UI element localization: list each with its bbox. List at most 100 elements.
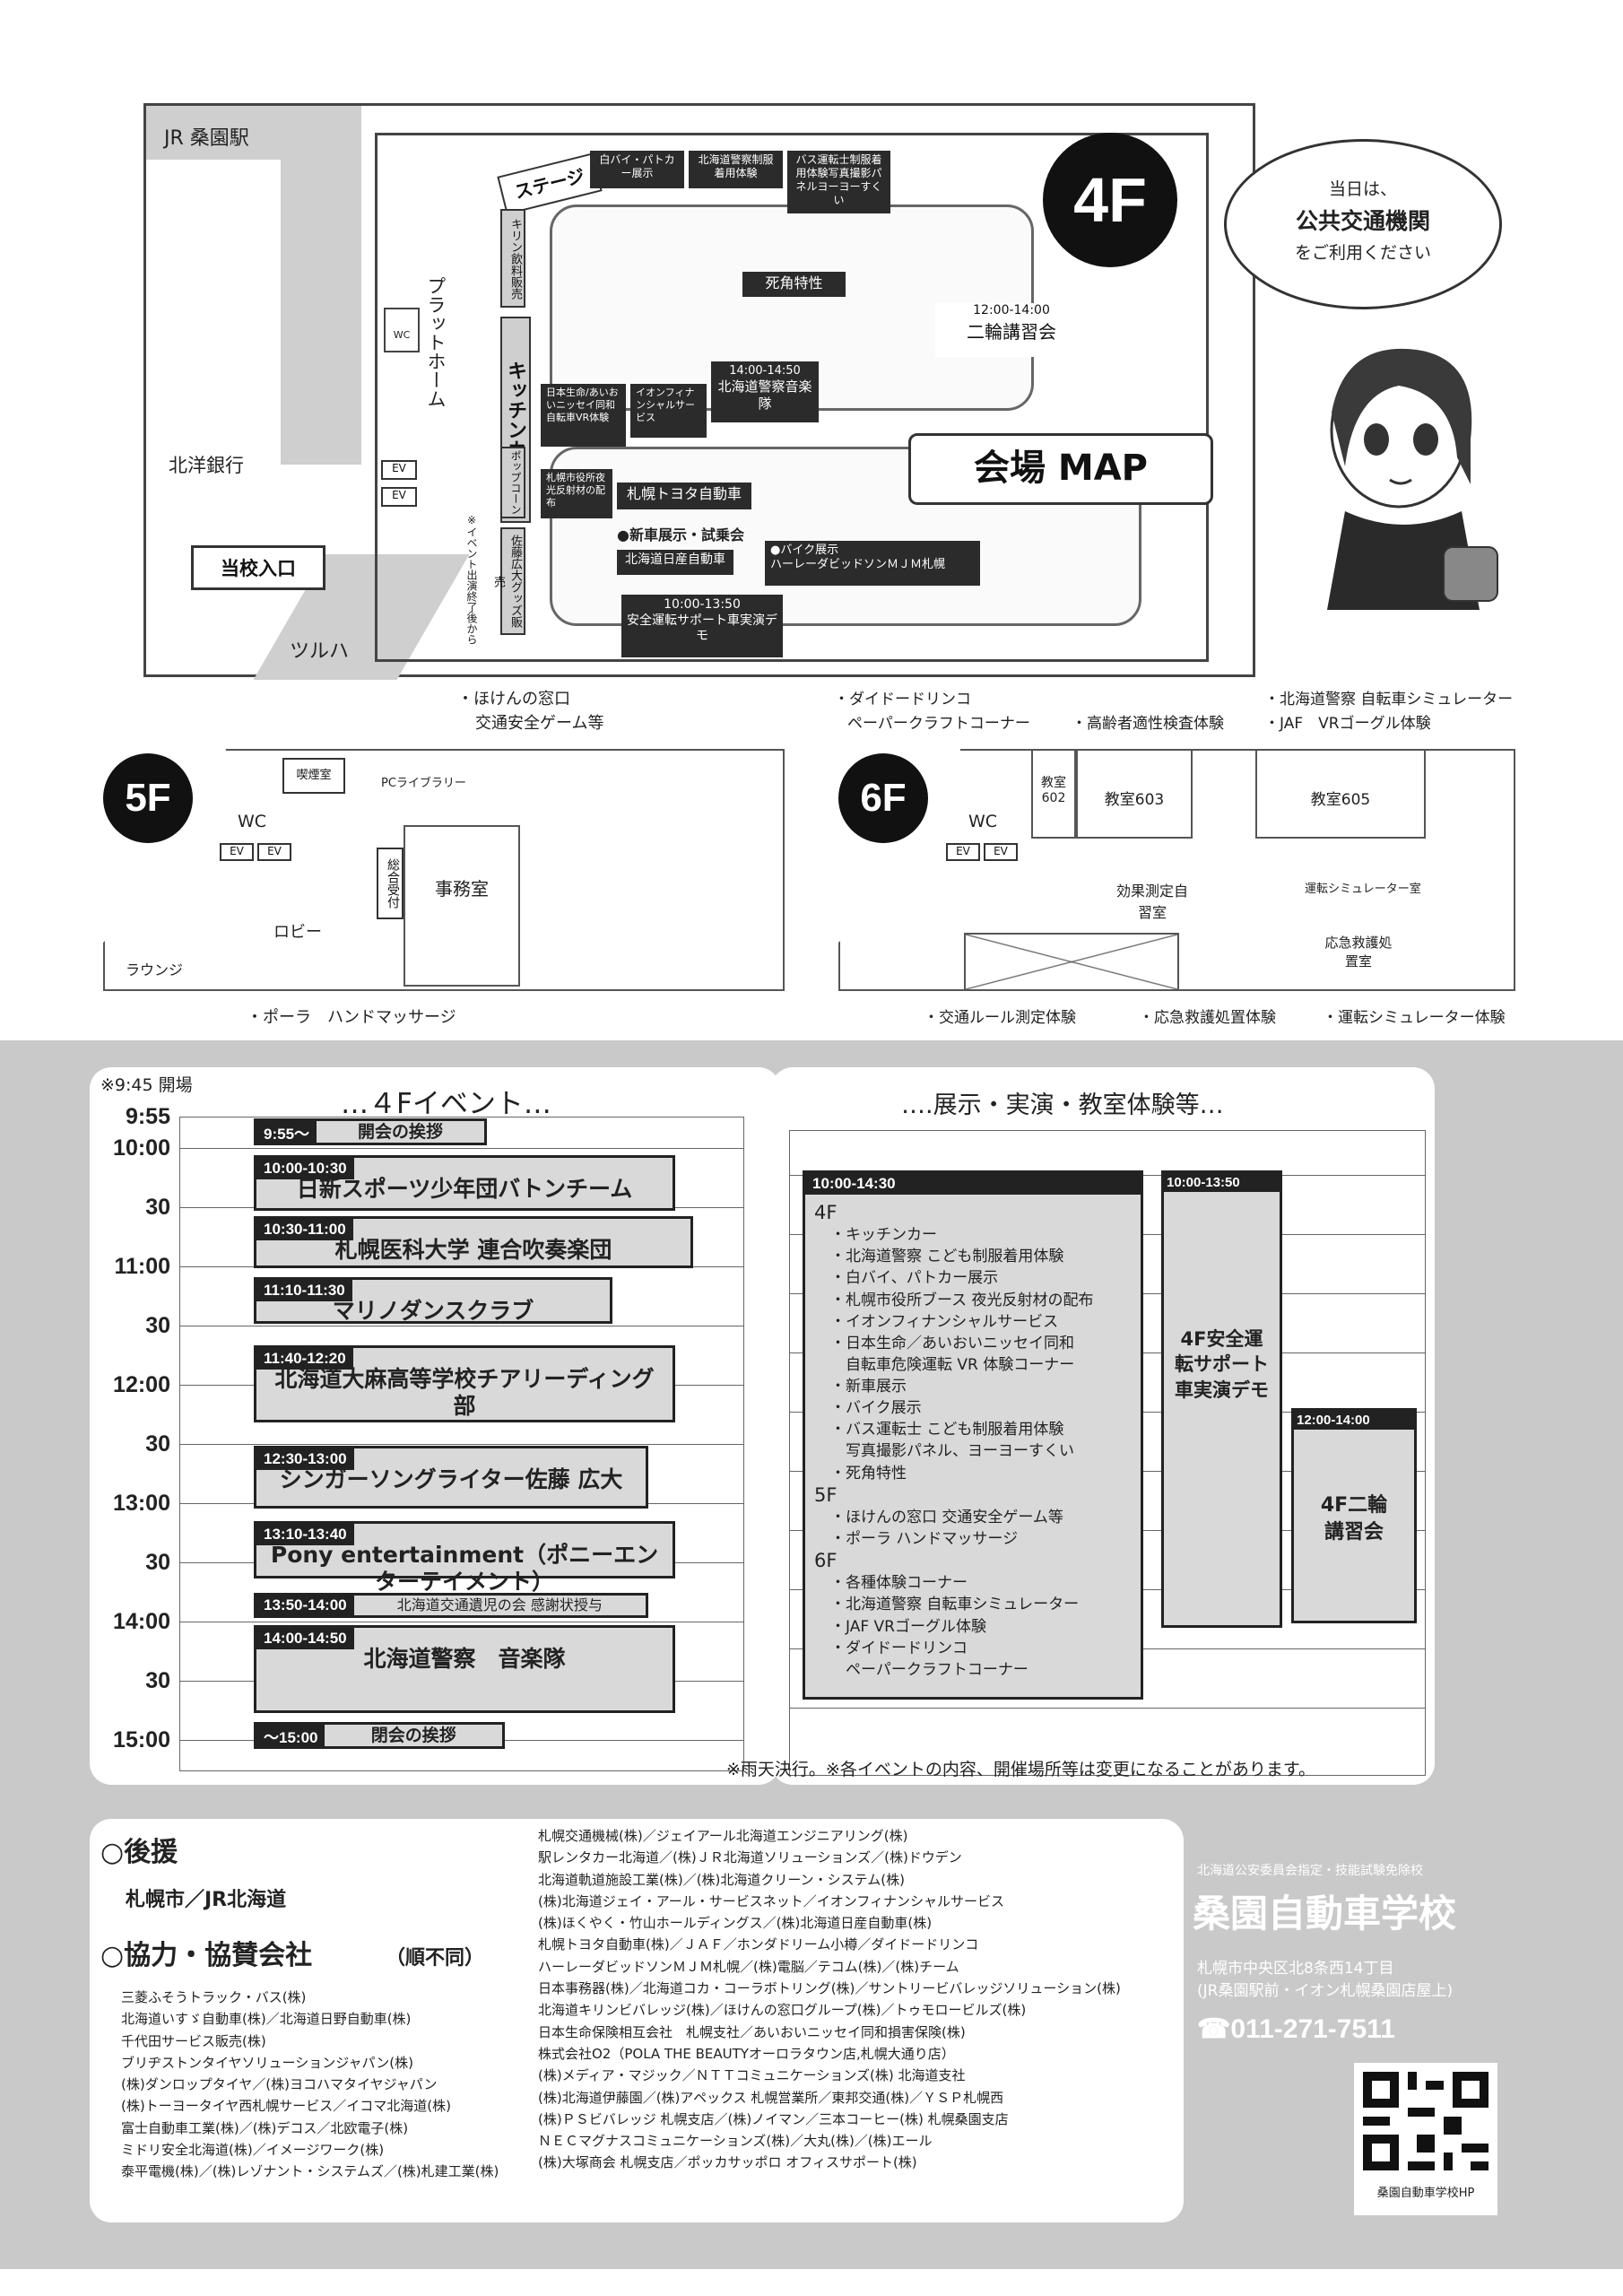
school-address: 札幌市中央区北8条西14丁目 [1197, 1960, 1394, 1978]
bus-driver-label: バス運転士制服着用体験写真撮影パネルヨーヨーすくい [787, 151, 890, 213]
f6-stairwell [964, 933, 1179, 991]
sponsor-name: 北海道いすゞ自動車(株)／北海道日野自動車(株) [121, 2011, 412, 2028]
event-title: 北海道交通遺児の会 感謝状授与 [396, 1596, 603, 1614]
safety-car-box: 10:00-13:50 安全運転サポート車実演デモ [621, 595, 783, 657]
sponsor-name: ブリヂストンタイヤソリューションジャパン(株) [121, 2054, 413, 2071]
sponsor-name: ハーレーダビッドソンＭＪＭ札幌／(株)電脳／テコム(株)／(株)チーム [538, 1958, 959, 1975]
event-title: Pony entertainment（ポニーエンターテイメント） [270, 1542, 659, 1595]
aeon-label: イオンフィナンシャルサービス [630, 384, 707, 438]
qr-code[interactable]: 桑園自動車学校HP [1354, 2063, 1497, 2215]
sponsor-name: 株式会社O2（POLA THE BEAUTYオーロラタウン店,札幌大通り店） [538, 2045, 955, 2062]
exhibit-item: ・ポーラ ハンドマッサージ [830, 1530, 1019, 1548]
school-access: (JR桑園駅前・イオン札幌桑園店屋上) [1197, 1982, 1454, 2000]
sapporo-city-label: 札幌市役所夜光反射材の配布 [541, 469, 612, 518]
f6-first-aid: ・応急救護処置体験 [1139, 1009, 1276, 1027]
f5-office: 事務室 [435, 878, 489, 900]
event-item: 9:55～開会の挨拶 [254, 1118, 487, 1145]
moto-class-box: 12:00-14:00 二輪講習会 [935, 303, 1088, 357]
event-title: シンガーソングライター佐藤 広大 [279, 1466, 623, 1492]
sponsor-name: 富士自動車工業(株)／(株)デコス／北欧電子(株) [121, 2119, 409, 2136]
moto-title: 4F二輪講習会 [1320, 1494, 1388, 1544]
time-label: 14:00 [113, 1609, 170, 1634]
nissay-label: 日本生命/あいおいニッセイ同和自転車VR体験 [541, 384, 626, 447]
time-gridline [179, 1148, 744, 1149]
event-time: 12:30-13:00 [256, 1448, 354, 1470]
event-title: 札幌医科大学 連合吹奏楽団 [334, 1237, 612, 1263]
event-time: 9:55～ [256, 1121, 317, 1143]
f6-wc: WC [968, 812, 998, 831]
sponsor-name: (株)ＰＳビバレッジ 札幌支店／(株)ノイマン／三本コーヒー(株) 札幌桑園支店 [538, 2110, 1009, 2127]
event-time: 10:30-11:00 [256, 1219, 353, 1240]
exhibit-item: 写真撮影パネル、ヨーヨーすくい [830, 1442, 1074, 1461]
f6-first-aid-room: 応急救護処置室 [1324, 935, 1393, 970]
bubble-line-1: 当日は、 [1328, 179, 1397, 199]
demo-box: 10:00-13:50 4F安全運転サポート車実演デモ [1161, 1170, 1282, 1628]
sponsor-name: 北海道軌道施設工業(株)／(株)北海道クリーン・システム(株) [538, 1871, 905, 1888]
demo-time: 10:00-13:50 [1164, 1173, 1280, 1192]
event-item: 13:50-14:00 北海道交通遺児の会 感謝状授与 [254, 1593, 648, 1618]
time-gridline [179, 1444, 744, 1445]
kirin-label: キリン飲料販売 [500, 209, 525, 308]
mascot-illustration [1291, 323, 1533, 628]
f6-effect-room: 効果測定自習室 [1116, 883, 1189, 921]
f5-wc: WC [238, 812, 267, 831]
speech-bubble: 当日は、 公共交通機関 をご利用ください [1224, 139, 1502, 309]
sponsor-name: 北海道キリンビバレッジ(株)／ほけんの窓口グループ(株)／トゥモロービルズ(株) [538, 2002, 1027, 2019]
right-title: ….展示・実演・教室体験等… [901, 1091, 1224, 1119]
exhibit-item: ペーパークラフトコーナー [830, 1660, 1028, 1679]
event-time: 13:50-14:00 [256, 1596, 354, 1615]
exhibit-item: ・JAF VRゴーグル体験 [830, 1617, 986, 1636]
f5-smoking: 喫煙室 [282, 758, 345, 794]
safety-car-title: 安全運転サポート車実演デモ [627, 613, 777, 644]
sato-goods-label: 佐藤広大グッズ販売 [491, 527, 525, 635]
rain-note: ※雨天決行。※各イベントの内容、開催場所等は変更になることがあります。 [726, 1760, 1315, 1779]
moto-time: 12:00-14:00 [1294, 1411, 1414, 1430]
exhibit-item: ・日本生命／あいおいニッセイ同和 [830, 1334, 1074, 1352]
event-title: マリノダンスクラブ [332, 1298, 534, 1324]
f6-room602: 教室602 [1031, 749, 1076, 839]
exhibit-time: 10:00-14:30 [805, 1173, 1141, 1195]
sponsor-name: 千代田サービス販売(株) [121, 2032, 266, 2049]
ev-4f-1: EV [381, 460, 417, 480]
school-designation: 北海道公安委員会指定・技能試験免除校 [1197, 1864, 1423, 1878]
support-list: 札幌市／JR北海道 [126, 1889, 287, 1911]
sponsor-name: 札幌トヨタ自動車(株)／ＪＡＦ／ホンダドリーム小樽／ダイドードリンコ [538, 1936, 979, 1953]
event-title: 北海道警察 音楽隊 [363, 1646, 566, 1672]
exhibit-gridline [789, 1708, 1426, 1709]
road-vertical [281, 106, 361, 465]
f5-lounge: ラウンジ [126, 961, 184, 978]
exhibit-item: ・札幌市役所ブース 夜光反射材の配布 [830, 1291, 1094, 1309]
exhibit-box: 10:00-14:30 4F・キッチンカー・北海道警察 こども制服着用体験・白バ… [803, 1170, 1143, 1700]
bubble-line-2: 公共交通機関 [1295, 208, 1430, 234]
time-label: 30 [145, 1431, 170, 1457]
police-uniform-label: 北海道警察制服着用体験 [689, 151, 783, 188]
exhibit-item: ・各種体験コーナー [830, 1574, 968, 1593]
time-label: 12:00 [113, 1372, 170, 1397]
moto-box: 12:00-14:00 4F二輪講習会 [1291, 1408, 1417, 1623]
ev-4f-2: EV [381, 487, 417, 507]
moto-class-time: 12:00-14:00 [973, 303, 1050, 317]
exhibit-item: 6F [814, 1550, 838, 1572]
f5-lobby: ロビー [273, 923, 322, 942]
tsuruha-label: ツルハ [290, 640, 350, 663]
left-title: …４Fイベント… [341, 1088, 551, 1120]
event-title: 北海道大麻高等学校チアリーディング部 [274, 1366, 655, 1419]
time-label: 13:00 [113, 1491, 170, 1516]
exhibit-item: ・ほけんの窓口 交通安全ゲーム等 [830, 1508, 1063, 1526]
qr-label: 桑園自動車学校HP [1376, 2187, 1475, 2200]
sponsor-name: (株)大塚商会 札幌支店／ポッカサッポロ オフィスサポート(株) [538, 2154, 917, 2171]
bike-show-box: ●バイク展示 ハーレーダビッドソンＭＪＭ札幌 [765, 541, 980, 586]
sponsor-name: (株)北海道伊藤園／(株)アペックス 札幌営業所／東邦交通(株)／ＹＳＰ札幌西 [538, 2089, 1004, 2106]
f6-room603: 教室603 [1076, 749, 1193, 839]
event-time: ～15:00 [256, 1725, 325, 1746]
qr-icon [1363, 2072, 1488, 2170]
f5-pc: PCライブラリー [381, 777, 466, 790]
blind-spot-label: 死角特性 [742, 272, 846, 297]
exhibit-item: ・北海道警察 こども制服着用体験 [830, 1248, 1064, 1266]
demo-title: 4F安全運転サポート車実演デモ [1175, 1328, 1269, 1401]
exhibit-item: ・新車展示 [830, 1378, 907, 1396]
exhibit-item: 自転車危険運転 VR 体験コーナー [830, 1355, 1075, 1374]
event-time: 10:00-10:30 [256, 1158, 354, 1179]
